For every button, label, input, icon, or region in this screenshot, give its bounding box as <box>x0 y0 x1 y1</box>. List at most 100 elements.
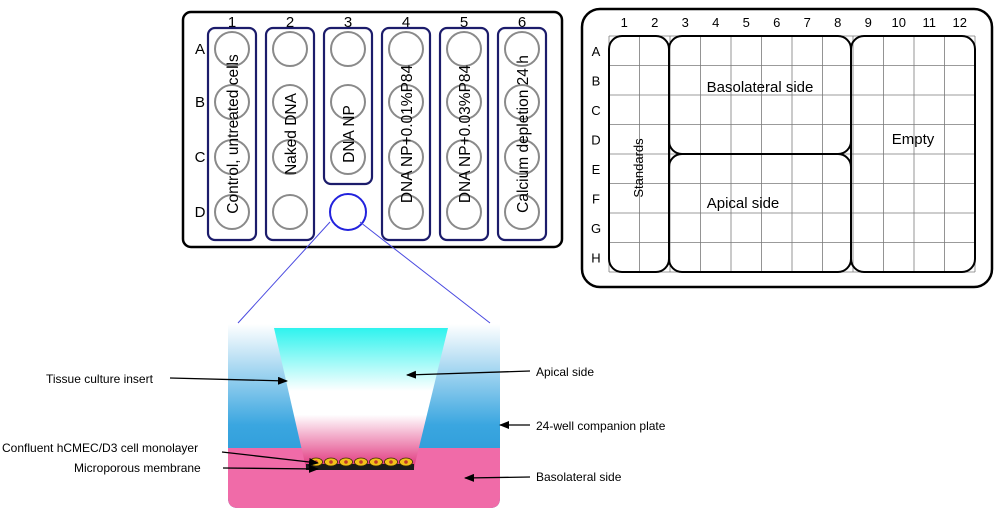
plate-24-row-label: D <box>195 204 206 221</box>
zoom-line-left <box>237 221 331 324</box>
plate-96-col-label: 5 <box>743 15 750 30</box>
microporous-membrane <box>306 464 414 470</box>
plate-96-col-label: 12 <box>953 15 967 30</box>
region-apical-label: Apical side <box>707 195 780 212</box>
plate-96-col-label: 7 <box>804 15 811 30</box>
plate-96-col-label: 6 <box>773 15 780 30</box>
insert-diagram: Tissue culture insert Confluent hCMEC/D3… <box>2 324 666 508</box>
plate-24-group-outline <box>496 26 548 242</box>
plate-96-col-label: 4 <box>712 15 719 30</box>
plate-96-col-label: 3 <box>682 15 689 30</box>
arrow-apical-side <box>406 370 531 379</box>
arrow-basolateral-side <box>464 473 531 482</box>
region-empty <box>850 35 976 273</box>
plate-24-col-label: 6 <box>518 14 526 31</box>
plate-24-col-label: 3 <box>344 14 352 31</box>
plate-96-row-label: D <box>591 132 600 147</box>
plate-96-col-label: 11 <box>923 15 937 30</box>
label-microporous-membrane: Microporous membrane <box>74 461 201 475</box>
plate-24-well <box>272 84 308 120</box>
plate-24-group-outline <box>264 26 316 242</box>
basolateral-medium <box>228 448 500 508</box>
plate-24-group-label: Calcium depletion 24 h <box>515 55 532 213</box>
cell-nucleus <box>329 460 333 464</box>
plate-24-group-labels: Control, untreated cells Naked DNA DNA NP D… <box>225 54 532 214</box>
label-apical-side: Apical side <box>536 365 594 379</box>
plate-96-outline <box>580 7 994 289</box>
arrow-tissue-culture-insert <box>169 376 288 385</box>
plate-24-well <box>504 31 540 67</box>
zoom-line-right <box>359 221 491 324</box>
plate-96-col-label: 10 <box>892 15 906 30</box>
plate-24-group-outline <box>206 26 258 242</box>
plate-24-well <box>504 139 540 175</box>
plate-24-well <box>214 194 250 230</box>
cell-nucleus <box>404 460 408 464</box>
region-empty-label: Empty <box>892 131 935 148</box>
plate-24-well <box>330 84 366 120</box>
plate-96-row-label: B <box>592 73 601 88</box>
plate-96-col-label: 1 <box>621 15 628 30</box>
plate-96-col-label: 2 <box>651 15 658 30</box>
plate-24-col-label: 5 <box>460 14 468 31</box>
plate-24-group-label: DNA NP+0.03%P84 <box>457 64 474 203</box>
plate-24-well <box>272 31 308 67</box>
plate-24-well <box>214 31 250 67</box>
plate-24-group-label: DNA NP <box>341 105 358 163</box>
plate-96-row-label: C <box>591 103 600 118</box>
plate-24-group-label: Naked DNA <box>283 92 300 174</box>
plate-24-row-label: C <box>195 149 206 166</box>
plate-24-well <box>388 139 424 175</box>
label-tissue-culture-insert: Tissue culture insert <box>46 372 154 386</box>
plate-24-row-label: A <box>195 41 205 58</box>
plate-24-wells <box>214 31 540 231</box>
label-cell-monolayer: Confluent hCMEC/D3 cell monolayer <box>2 441 198 455</box>
region-basolateral-label: Basolateral side <box>707 79 814 96</box>
plate-24-well <box>446 31 482 67</box>
plate-96-row-label: H <box>591 250 600 265</box>
cell-nucleus <box>344 460 348 464</box>
plate-24-well <box>272 194 308 230</box>
plate-24-well <box>446 194 482 230</box>
region-standards-label: Standards <box>631 138 646 198</box>
plate-24-well <box>272 139 308 175</box>
plate-24-well <box>388 194 424 230</box>
arrow-cell-monolayer <box>221 451 319 466</box>
plate-24-group-outline <box>438 26 490 242</box>
tissue-culture-insert-shape <box>274 328 448 468</box>
plate-24-col-label: 4 <box>402 14 410 31</box>
plate-24-well <box>388 31 424 67</box>
plate-96-row-label: F <box>592 191 600 206</box>
plate-24-col-label: 2 <box>286 14 294 31</box>
label-basolateral-side: Basolateral side <box>536 470 622 484</box>
plate-96-col-label: 8 <box>834 15 841 30</box>
plate-24-col-label: 1 <box>228 14 236 31</box>
plate-24-groups <box>206 26 548 242</box>
plate-24-group-label: Control, untreated cells <box>225 54 242 214</box>
plate-24-well <box>388 84 424 120</box>
plate-24-group-outline <box>380 26 432 242</box>
region-standards <box>608 35 670 273</box>
plate-24-well <box>214 84 250 120</box>
plate-24-well <box>504 194 540 230</box>
plate-96-row-label: A <box>592 44 601 59</box>
plate-24-group-outline <box>322 26 374 186</box>
plate-24-well <box>504 84 540 120</box>
cell-nucleus <box>359 460 363 464</box>
plate-24-well <box>330 139 366 175</box>
cell-nucleus <box>374 460 378 464</box>
cell-nucleus <box>389 460 393 464</box>
plate-96-regions <box>608 35 976 273</box>
plate-96-row-label: G <box>591 221 601 236</box>
plate-24-group-label: DNA NP+0.01%P84 <box>399 64 416 203</box>
highlighted-well <box>329 193 367 231</box>
cell-monolayer <box>309 457 413 467</box>
plate-96-row-label: E <box>592 162 601 177</box>
plate-24-well <box>214 139 250 175</box>
